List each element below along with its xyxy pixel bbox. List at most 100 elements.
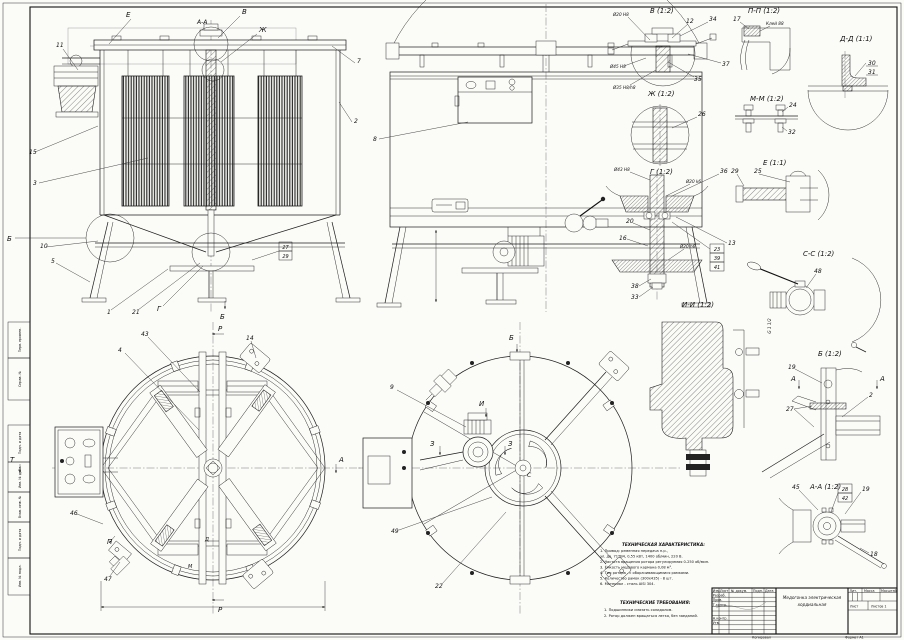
front-callouts: Е В А-А Ж 7 2 11 15 3 10 Б 5 1 21 Г Б 27… xyxy=(7,8,361,321)
drawing-title-line1: Медогонка электрическая xyxy=(783,595,842,600)
bottom-view: Б И З З С 9 49 22 xyxy=(358,322,680,614)
callout-30: 30 xyxy=(868,60,876,67)
drawing-title-line2: хордиальная xyxy=(797,602,827,607)
callout-23: 23 xyxy=(714,247,720,253)
bolt-icon xyxy=(851,342,867,353)
view-arrow-b: Б xyxy=(509,334,514,342)
tb-h-sign: Подп. xyxy=(753,589,763,593)
grease-fitting xyxy=(425,368,458,401)
section-label-aa: А-А xyxy=(196,19,207,26)
callout-e-25: 25 xyxy=(754,168,762,175)
callout-10: 10 xyxy=(40,243,48,250)
callout-20: 20 xyxy=(626,218,634,225)
section-label-zh: Ж xyxy=(258,26,267,34)
tech-char-line: 2. Частота вращения ротора регулируемая … xyxy=(600,560,709,564)
callout-14: 14 xyxy=(246,335,254,342)
dim-g1-5: G 1 1/2 xyxy=(767,318,772,334)
detail-b: Б (1:2) 19 27 2 А А xyxy=(761,342,885,479)
detail-zh: Ж (1:2) 26 xyxy=(630,90,706,166)
bottom-view-callouts: Б И З З С 9 49 22 xyxy=(390,334,532,590)
section-p-bottom: Р xyxy=(218,606,223,614)
detail-b-callouts: 19 27 2 А А xyxy=(786,364,885,428)
tb-h-izm: Изм. xyxy=(713,589,721,593)
callout-38: 38 xyxy=(631,283,639,290)
margin-label: Взам. инв. № xyxy=(18,495,22,518)
callout-b-27: 27 xyxy=(786,406,794,413)
callout-42: 42 xyxy=(842,496,848,502)
tb-r-razrab: Разраб. xyxy=(713,594,726,598)
margin-label: Инв. № дубл. xyxy=(18,466,22,489)
callout-11: 11 xyxy=(56,42,64,49)
side-view: 8 xyxy=(373,0,711,312)
callout-29: 29 xyxy=(282,254,288,260)
detail-ii: И-И (1:2) xyxy=(649,301,760,477)
spokes xyxy=(423,358,525,578)
callout-8: 8 xyxy=(373,136,377,143)
tech-req-title: ТЕХНИЧЕСКИЕ ТРЕБОВАНИЯ: xyxy=(620,600,691,605)
title-block: Изм. Лист № докум. Подп. Дата Разраб. Пр… xyxy=(711,587,898,640)
callout-34: 34 xyxy=(709,16,717,23)
detail-g-label: Г (1:2) xyxy=(650,168,673,176)
detail-e-label: Е (1:1) xyxy=(763,159,787,167)
callout-7: 7 xyxy=(357,58,361,65)
view-arrow-b-bottom: Б xyxy=(220,313,225,321)
tb-lit: Лит. xyxy=(850,589,858,593)
section-arrow-a-left: А xyxy=(790,375,796,383)
callout-3: 3 xyxy=(33,180,37,187)
callout-48: 48 xyxy=(814,268,822,275)
section-label-v: В xyxy=(242,8,247,16)
margin-label: Инв. № подл. xyxy=(18,565,22,588)
callout-13: 13 xyxy=(728,240,736,247)
section-arrow-z2: З xyxy=(508,440,513,448)
detail-g-callouts: 36 20 16 13 23 39 41 38 33 Ø43 H8 Ø20 k6… xyxy=(613,167,736,301)
detail-b-label: Б (1:2) xyxy=(818,350,842,358)
callout-e-29: 29 xyxy=(731,168,739,175)
tech-char-title: ТЕХНИЧЕСКАЯ ХАРАКТЕРИСТИКА: xyxy=(622,542,705,547)
callout-22: 22 xyxy=(435,583,443,590)
section-arrow-a-right: А xyxy=(879,375,885,383)
bolt xyxy=(774,104,787,133)
tech-req-line: 1. Подшипники смазать солидолом. xyxy=(604,608,672,612)
tb-sheets: Листов 1 xyxy=(871,605,886,609)
callout-5: 5 xyxy=(51,258,55,265)
detail-dd-label: Д-Д (1:1) xyxy=(839,35,873,43)
callout-17: 17 xyxy=(733,16,741,23)
glue-note: Клей 88 xyxy=(766,21,784,26)
detail-v: В (1:2) 12 34 37 35 Ø20 H8 Ø45 H8 Ø35 H8… xyxy=(607,7,730,90)
callout-15: 15 xyxy=(29,149,37,156)
tech-char-line: 6. Материал - сталь AISI 304. xyxy=(600,582,655,586)
section-arrow-i: И xyxy=(479,400,485,408)
callout-24: 24 xyxy=(789,102,797,109)
callout-1: 1 xyxy=(107,309,111,316)
dim-d43h8: Ø43 H8 xyxy=(613,167,630,172)
callout-27: 27 xyxy=(282,245,289,251)
detail-letter-g: Г xyxy=(157,305,162,313)
detail-mm-label: М-М (1:2) xyxy=(750,95,784,103)
copied-note: Копировал xyxy=(752,636,771,640)
callout-28: 28 xyxy=(842,487,848,493)
detail-aa: А-А (1:2) 45 28 42 19 18 xyxy=(778,483,887,569)
dim-d20k6: Ø20 k6 xyxy=(685,179,701,184)
callout-33: 33 xyxy=(631,294,639,301)
margin-cells: Перв. примен. Справ. № Подп. и дата Инв.… xyxy=(7,321,31,596)
tb-r-tkontr: Т.контр. xyxy=(712,603,727,607)
detail-v-callouts: 12 34 37 35 Ø20 H8 Ø45 H8 Ø35 H8/h8 xyxy=(609,12,730,90)
callout-2: 2 xyxy=(354,118,358,125)
callout-41: 41 xyxy=(714,265,720,271)
callout-36: 36 xyxy=(720,168,728,175)
bolt xyxy=(742,104,755,133)
tb-h-list: Лист xyxy=(720,589,728,593)
detail-letter-b-left: Б xyxy=(7,235,12,243)
callout-26: 26 xyxy=(698,111,706,118)
callout-43: 43 xyxy=(141,331,149,338)
callout-32: 32 xyxy=(788,129,796,136)
tb-r-prov: Пров. xyxy=(713,598,723,602)
callout-49: 49 xyxy=(391,528,399,535)
detail-ss: С-С (1:2) 48 G 1 1/2 xyxy=(747,250,882,343)
tech-requirements: ТЕХНИЧЕСКИЕ ТРЕБОВАНИЯ: 1. Подшипники см… xyxy=(604,600,698,618)
section-label-e: Е xyxy=(126,11,131,19)
detail-mm: М-М (1:2) 24 32 xyxy=(735,95,798,136)
view-letter-d: Д xyxy=(204,537,209,543)
